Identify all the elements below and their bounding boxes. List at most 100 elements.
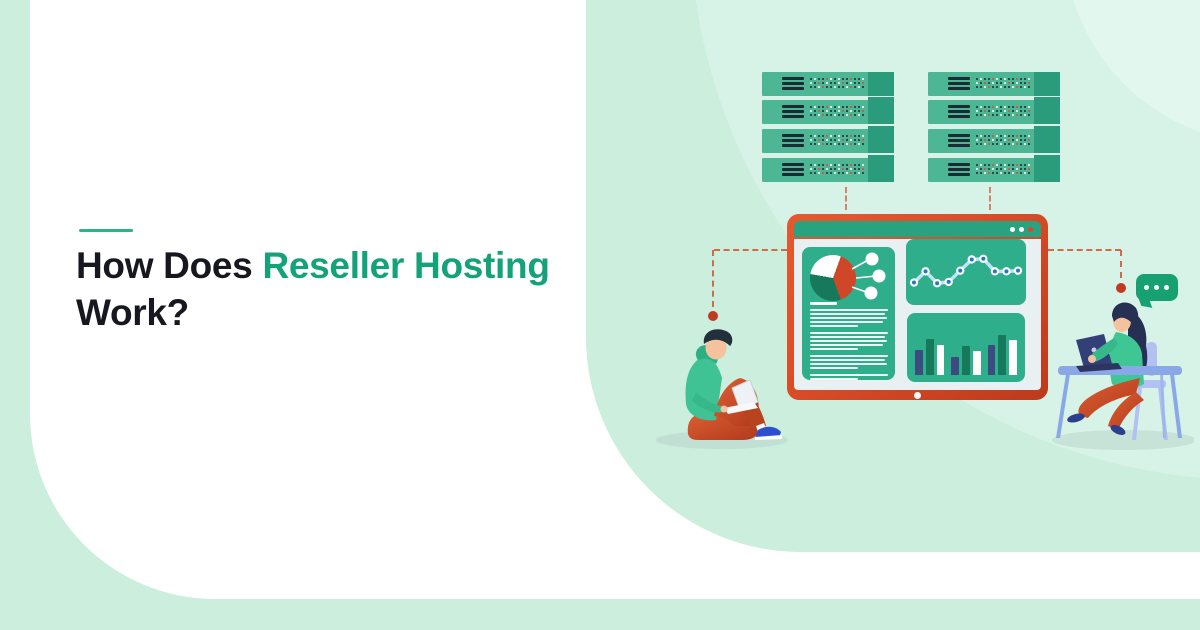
led-dot: [1020, 78, 1022, 80]
server-slot-bar: [782, 139, 804, 142]
led-dot: [834, 143, 836, 145]
bubble-dot: [1154, 285, 1159, 290]
led-dot: [996, 86, 998, 88]
led-dot: [826, 82, 828, 84]
server-slot-bar: [948, 144, 970, 147]
line-chart: [909, 254, 1023, 288]
led-dot: [846, 135, 848, 137]
led-dot: [838, 135, 840, 137]
led-dot: [838, 78, 840, 80]
led-dot: [1028, 172, 1030, 174]
led-dot: [854, 172, 856, 174]
led-dot: [830, 78, 832, 80]
arm: [692, 392, 724, 413]
led-dot: [1000, 78, 1002, 80]
led-dot: [1000, 82, 1002, 84]
window-close-dot: [1028, 227, 1033, 232]
server-slot-bar: [948, 105, 970, 108]
led-dot: [838, 139, 840, 141]
led-dot: [1016, 143, 1018, 145]
led-dot: [992, 110, 994, 112]
server-end-cap: [868, 155, 894, 182]
led-dot: [838, 86, 840, 88]
led-dot: [818, 139, 820, 141]
led-dot: [1024, 139, 1026, 141]
led-dot: [1028, 139, 1030, 141]
led-dot: [814, 114, 816, 116]
led-dot: [810, 168, 812, 170]
led-dot: [850, 168, 852, 170]
led-dot: [818, 114, 820, 116]
desk-leg: [1056, 374, 1070, 438]
mint-bottom-strip: [0, 599, 1200, 630]
led-dot: [818, 82, 820, 84]
server-slot-bar: [948, 87, 970, 90]
led-dot: [976, 164, 978, 166]
bar-chart-bar: [987, 345, 996, 375]
led-dot: [988, 135, 990, 137]
led-dot: [818, 143, 820, 145]
led-dot: [1016, 78, 1018, 80]
led-dot: [976, 78, 978, 80]
title-suffix: Work?: [76, 291, 189, 333]
led-dot: [996, 106, 998, 108]
bar-chart-bar: [936, 345, 945, 375]
placeholder-text-line: [810, 313, 885, 315]
led-dot: [1004, 168, 1006, 170]
led-dot: [850, 114, 852, 116]
placeholder-text-line: [810, 332, 888, 334]
server-rack-left: [762, 72, 894, 182]
led-dot: [976, 135, 978, 137]
led-dot: [850, 139, 852, 141]
server-slot-bar: [948, 77, 970, 80]
led-dot: [838, 143, 840, 145]
mint-left-strip: [0, 0, 30, 630]
led-dot: [846, 86, 848, 88]
led-dot: [1012, 139, 1014, 141]
led-dot: [976, 143, 978, 145]
led-dot: [980, 110, 982, 112]
led-dot: [1024, 135, 1026, 137]
placeholder-text-line: [810, 359, 885, 361]
led-dot: [850, 164, 852, 166]
led-dot: [826, 86, 828, 88]
led-dot: [858, 110, 860, 112]
led-dot: [858, 114, 860, 116]
bar-chart-bar: [915, 350, 923, 375]
led-dot: [858, 86, 860, 88]
led-dot: [1000, 139, 1002, 141]
led-dot: [814, 106, 816, 108]
led-dot: [842, 139, 844, 141]
placeholder-text-line: [810, 309, 888, 311]
led-dot: [1008, 86, 1010, 88]
monitor-titlebar: [794, 221, 1041, 237]
server-led-grid: [976, 106, 1032, 118]
led-dot: [1024, 172, 1026, 174]
led-dot: [1028, 143, 1030, 145]
led-dot: [992, 164, 994, 166]
led-dot: [822, 172, 824, 174]
led-dot: [822, 143, 824, 145]
placeholder-text-line: [810, 363, 888, 365]
led-dot: [822, 114, 824, 116]
led-dot: [980, 114, 982, 116]
hair: [703, 329, 733, 346]
led-dot: [1004, 78, 1006, 80]
led-dot: [980, 164, 982, 166]
led-dot: [854, 135, 856, 137]
server-slot-bar: [948, 168, 970, 171]
server-unit: [762, 155, 894, 182]
led-dot: [822, 78, 824, 80]
led-dot: [1004, 139, 1006, 141]
led-dot: [842, 168, 844, 170]
led-dot: [842, 82, 844, 84]
led-dot: [850, 172, 852, 174]
bubble-dot: [1164, 285, 1169, 290]
led-dot: [850, 135, 852, 137]
server-unit: [928, 126, 1060, 153]
bar-chart-bar: [962, 345, 970, 375]
led-dot: [830, 110, 832, 112]
led-dot: [1004, 164, 1006, 166]
led-dot: [814, 78, 816, 80]
led-dot: [826, 139, 828, 141]
